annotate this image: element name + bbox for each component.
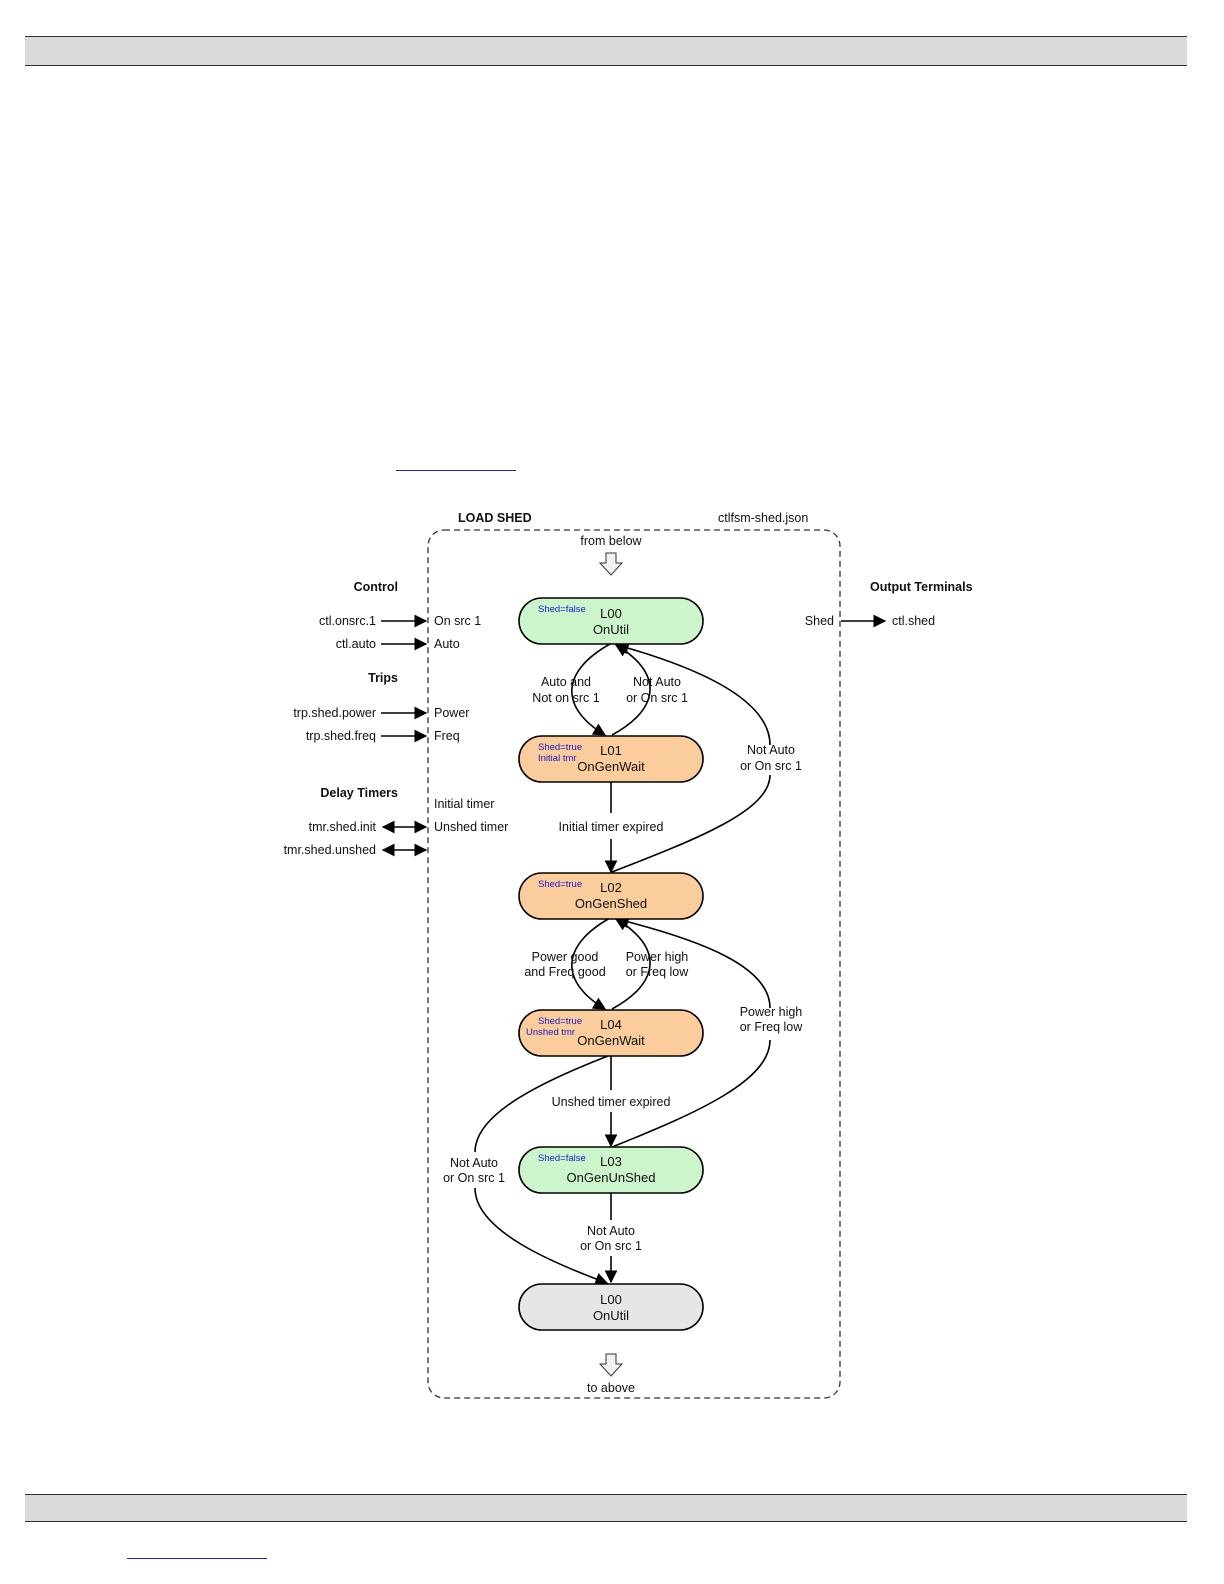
exit-arrow-icon bbox=[598, 1353, 624, 1377]
state-id: L00 bbox=[600, 1292, 622, 1307]
input-signal: ctl.onsrc.1 bbox=[319, 614, 376, 628]
transition-label: Not Auto bbox=[633, 675, 681, 689]
state-name: OnGenShed bbox=[575, 896, 647, 911]
transition-arrow bbox=[612, 645, 771, 873]
timers-header: Delay Timers bbox=[320, 786, 398, 800]
state-node bbox=[518, 1009, 704, 1057]
state-name: OnUtil bbox=[593, 622, 629, 637]
timer-signal: tmr.shed.init bbox=[309, 820, 377, 834]
transition-label: or On src 1 bbox=[580, 1239, 642, 1253]
hyperlink-underline[interactable] bbox=[396, 470, 516, 471]
state-node bbox=[518, 1146, 704, 1194]
transition-label: or Freq low bbox=[740, 1020, 803, 1034]
output-signal: ctl.shed bbox=[892, 614, 935, 628]
state-name: OnGenUnShed bbox=[567, 1170, 656, 1185]
timer-terminal: Initial timer bbox=[434, 797, 494, 811]
transition-label: Not Auto bbox=[747, 743, 795, 757]
state-tag: Initial tmr bbox=[538, 753, 577, 764]
state-node bbox=[518, 735, 704, 783]
state-tag: Shed=true bbox=[538, 742, 582, 753]
state-node bbox=[518, 597, 704, 645]
state-l00-bottom: L00 OnUtil bbox=[518, 1283, 704, 1331]
state-tag: Shed=false bbox=[538, 1153, 586, 1164]
transition-label: and Freq good bbox=[524, 965, 605, 979]
transition-label: Unshed timer expired bbox=[552, 1095, 671, 1109]
transition-arrow bbox=[571, 917, 611, 1010]
outputs-header: Output Terminals bbox=[870, 580, 973, 594]
state-tag: Shed=true bbox=[538, 879, 582, 890]
state-l03: Shed=false L03 OnGenUnShed bbox=[518, 1146, 704, 1194]
input-signal: ctl.auto bbox=[336, 637, 376, 651]
state-tag: Shed=false bbox=[538, 604, 586, 615]
state-name: OnGenWait bbox=[577, 759, 645, 774]
state-name: OnUtil bbox=[593, 1308, 629, 1323]
footer-bar bbox=[25, 1494, 1187, 1522]
transition-label: Initial timer expired bbox=[559, 820, 664, 834]
state-id: L01 bbox=[600, 743, 622, 758]
transition-label: or On src 1 bbox=[443, 1171, 505, 1185]
exit-label: to above bbox=[587, 1381, 635, 1395]
input-signal: trp.shed.freq bbox=[306, 729, 376, 743]
transition-arrow bbox=[474, 1055, 608, 1283]
entry-label: from below bbox=[580, 534, 642, 548]
transition-arrow bbox=[611, 644, 651, 736]
state-name: OnGenWait bbox=[577, 1033, 645, 1048]
fsm-boundary bbox=[427, 529, 841, 1399]
transition-label: Not Auto bbox=[587, 1224, 635, 1238]
transition-label: Not Auto bbox=[450, 1156, 498, 1170]
state-node bbox=[518, 872, 704, 920]
input-terminal: Freq bbox=[434, 729, 460, 743]
input-signal: trp.shed.power bbox=[293, 706, 376, 720]
header-bar bbox=[25, 36, 1187, 66]
transition-label: Auto and bbox=[541, 675, 591, 689]
transition-label: Not on src 1 bbox=[532, 691, 599, 705]
input-terminal: Auto bbox=[434, 637, 460, 651]
state-tag: Unshed tmr bbox=[526, 1027, 575, 1038]
transition-label: Power high bbox=[626, 950, 689, 964]
control-header: Control bbox=[354, 580, 398, 594]
state-node bbox=[518, 1283, 704, 1331]
state-l01: Shed=true Initial tmr L01 OnGenWait bbox=[518, 735, 704, 783]
output-terminal: Shed bbox=[805, 614, 834, 628]
transition-arrow bbox=[571, 643, 611, 736]
transition-arrow bbox=[612, 919, 771, 1148]
transition-label: Power good bbox=[532, 950, 599, 964]
diagram-filename: ctlfsm-shed.json bbox=[718, 511, 808, 525]
state-l02: Shed=true L02 OnGenShed bbox=[518, 872, 704, 920]
state-l04: Shed=true Unshed tmr L04 OnGenWait bbox=[518, 1009, 704, 1057]
entry-arrow-icon bbox=[598, 552, 624, 576]
input-terminal: On src 1 bbox=[434, 614, 481, 628]
transition-label: Power high bbox=[740, 1005, 803, 1019]
timer-signal: tmr.shed.unshed bbox=[284, 843, 376, 857]
state-id: L04 bbox=[600, 1017, 622, 1032]
state-tag: Shed=true bbox=[538, 1016, 582, 1027]
footer-hyperlink-underline[interactable] bbox=[127, 1558, 267, 1559]
transition-label: or On src 1 bbox=[626, 691, 688, 705]
timer-terminal: Unshed timer bbox=[434, 820, 508, 834]
state-id: L02 bbox=[600, 880, 622, 895]
diagram-title: LOAD SHED bbox=[458, 511, 532, 525]
input-terminal: Power bbox=[434, 706, 469, 720]
transition-arrow bbox=[611, 918, 651, 1010]
transition-label: or Freq low bbox=[626, 965, 689, 979]
trips-header: Trips bbox=[368, 671, 398, 685]
state-id: L00 bbox=[600, 606, 622, 621]
state-id: L03 bbox=[600, 1154, 622, 1169]
state-l00-top: Shed=false L00 OnUtil bbox=[518, 597, 704, 645]
transition-label: or On src 1 bbox=[740, 759, 802, 773]
